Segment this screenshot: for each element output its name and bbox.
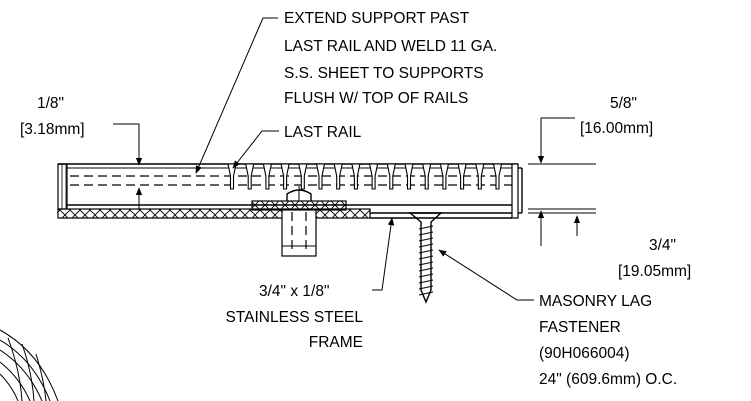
thread-line bbox=[418, 255, 434, 260]
rail bbox=[333, 163, 343, 190]
thread-line bbox=[418, 243, 434, 248]
left-end-post bbox=[57, 163, 68, 210]
thread-line bbox=[418, 273, 434, 278]
frame-height-fraction: 3/4" bbox=[649, 237, 676, 254]
thread-line bbox=[418, 285, 434, 290]
rails bbox=[227, 163, 503, 190]
extend-support-line-2: LAST RAIL AND WELD 11 GA. bbox=[284, 38, 497, 55]
thread-line bbox=[418, 237, 434, 242]
thread-line bbox=[418, 291, 434, 296]
rail bbox=[368, 163, 379, 190]
rail bbox=[298, 163, 308, 190]
rail bbox=[245, 163, 255, 190]
extend-support-line-3: S.S. SHEET TO SUPPORTS bbox=[284, 65, 484, 82]
fastener-spacing: 24" (609.6mm) O.C. bbox=[539, 371, 677, 388]
rail bbox=[262, 163, 273, 190]
fastener-line-2: FASTENER bbox=[539, 319, 621, 336]
rail-height-fraction: 5/8" bbox=[610, 95, 637, 112]
thread-line bbox=[418, 279, 434, 284]
last-rail-label: LAST RAIL bbox=[284, 124, 362, 141]
thread-line bbox=[418, 261, 434, 266]
thread-line bbox=[418, 225, 434, 230]
thread-line bbox=[418, 231, 434, 236]
rail bbox=[422, 163, 432, 190]
frame-callout: 3/4" x 1/8" STAINLESS STEEL FRAME bbox=[225, 217, 395, 351]
rail bbox=[439, 163, 450, 190]
rail-height-dimension: 5/8" [16.00mm] bbox=[528, 95, 653, 246]
adjacent-detail-curves bbox=[0, 329, 59, 401]
last-rail-callout: LAST RAIL bbox=[232, 124, 362, 169]
sheet-thickness-dimension: 1/8" [3.18mm] bbox=[20, 95, 143, 210]
masonry-lag-fastener bbox=[408, 212, 443, 304]
extend-support-line-1: EXTEND SUPPORT PAST bbox=[284, 10, 470, 27]
rail bbox=[315, 163, 326, 190]
rail bbox=[386, 163, 396, 190]
frame-height-dimension: 3/4" [19.05mm] bbox=[528, 212, 691, 280]
frame-material: STAINLESS STEEL bbox=[225, 309, 363, 326]
frame-size: 3/4" x 1/8" bbox=[259, 283, 329, 300]
rail bbox=[404, 163, 414, 190]
thread-line bbox=[418, 267, 434, 272]
extend-support-callout: EXTEND SUPPORT PAST LAST RAIL AND WELD 1… bbox=[195, 10, 497, 174]
clamp-plate bbox=[251, 200, 347, 211]
rail bbox=[351, 163, 361, 190]
rail-height-metric: [16.00mm] bbox=[580, 120, 653, 137]
thread-line bbox=[418, 249, 434, 254]
rail bbox=[457, 163, 467, 190]
rail bbox=[475, 163, 485, 190]
fastener-part-number: (90H066004) bbox=[539, 345, 629, 362]
sheet-thickness-metric: [3.18mm] bbox=[20, 121, 85, 138]
rail bbox=[492, 163, 503, 190]
frame-height-metric: [19.05mm] bbox=[618, 263, 691, 280]
fastener-line-1: MASONRY LAG bbox=[539, 293, 652, 310]
rail bbox=[280, 163, 290, 190]
sheet-thickness-fraction: 1/8" bbox=[37, 95, 64, 112]
frame-label: FRAME bbox=[309, 334, 363, 351]
extend-support-line-4: FLUSH W/ TOP OF RAILS bbox=[284, 90, 468, 107]
grate-assembly bbox=[57, 163, 523, 257]
fastener-callout: MASONRY LAG FASTENER (90H066004) 24" (60… bbox=[438, 249, 677, 388]
right-end-plate bbox=[511, 163, 519, 219]
bolt-body bbox=[281, 209, 317, 257]
